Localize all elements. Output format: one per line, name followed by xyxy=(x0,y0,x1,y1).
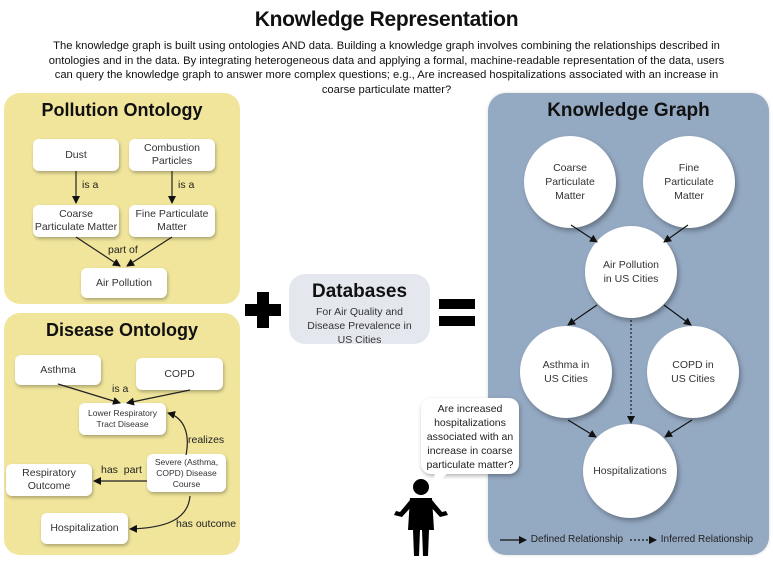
kg-node-hospitalizations: Hospitalizations xyxy=(583,424,677,518)
node-asthma-label: Asthma xyxy=(40,363,76,376)
edge-label-is-a: is a xyxy=(112,383,129,395)
node-coarse-particulate-matter: Coarse Particulate Matter xyxy=(33,205,119,237)
page-description: The knowledge graph is built using ontol… xyxy=(48,40,725,96)
node-respiratory-outcome: Respiratory Outcome xyxy=(6,464,92,496)
legend-inferred-label: Inferred Relationship xyxy=(660,534,754,545)
equals-icon xyxy=(439,299,475,327)
kg-node-hospitalizations-label: Hospitalizations xyxy=(593,465,667,477)
edge-label-has-part: has part xyxy=(101,464,142,476)
edge-label-realizes: realizes xyxy=(188,434,225,446)
kg-node-fine-particulate-matter: Fine Particulate Matter xyxy=(643,136,735,228)
legend-defined: Defined Relationship xyxy=(500,534,623,545)
legend-inferred: Inferred Relationship xyxy=(628,534,753,545)
page-title: Knowledge Representation xyxy=(254,8,519,31)
knowledge-graph-title: Knowledge Graph xyxy=(547,100,710,121)
legend-defined-label: Defined Relationship xyxy=(530,534,624,545)
edge-label-has-outcome: has outcome xyxy=(176,518,237,530)
edge-label-is-a-left: is a xyxy=(82,179,99,191)
node-copd: COPD xyxy=(136,358,223,390)
kg-node-asthma-label: Asthma in US Cities xyxy=(542,359,590,385)
databases-subtitle: For Air Quality and Disease Prevalence i… xyxy=(307,306,412,346)
node-fine-particulate-matter: Fine Particulate Matter xyxy=(129,205,215,237)
edge-label-part-of: part of xyxy=(108,244,138,256)
node-severe-disease-course: Severe (Asthma, COPD) Disease Course xyxy=(147,454,226,492)
kg-node-air-pollution: Air Pollution in US Cities xyxy=(585,226,677,318)
question-bubble: Are increased hospitalizations associate… xyxy=(421,398,519,474)
node-severe-course-label: Severe (Asthma, COPD) Disease Course xyxy=(154,456,219,489)
node-air-pollution: Air Pollution xyxy=(81,268,167,298)
edge-label-is-a-right: is a xyxy=(178,179,195,191)
kg-node-fine-label: Fine Particulate Matter xyxy=(664,162,714,202)
person-shrugging-icon xyxy=(394,479,448,556)
pollution-ontology-title: Pollution Ontology xyxy=(41,100,203,120)
kg-node-coarse-particulate-matter: Coarse Particulate Matter xyxy=(524,136,616,228)
kg-node-asthma: Asthma in US Cities xyxy=(520,326,612,418)
disease-ontology-title: Disease Ontology xyxy=(45,320,199,340)
node-copd-label: COPD xyxy=(164,367,195,380)
node-respiratory-outcome-label: Respiratory Outcome xyxy=(22,467,76,492)
databases-box: Databases For Air Quality and Disease Pr… xyxy=(289,274,430,346)
node-hospitalization-label: Hospitalization xyxy=(50,522,119,534)
question-bubble-text: Are increased hospitalizations associate… xyxy=(426,403,514,471)
plus-icon xyxy=(245,292,281,328)
node-dust-label: Dust xyxy=(65,148,87,161)
kg-node-coarse-label: Coarse Particulate Matter xyxy=(545,162,595,202)
node-lower-respiratory-label: Lower Respiratory Tract Disease xyxy=(88,408,157,429)
node-fine-label: Fine Particulate Matter xyxy=(135,208,209,233)
node-air-pollution-label: Air Pollution xyxy=(95,276,153,289)
pollution-ontology-panel: Pollution Ontology Dust Combustion Parti… xyxy=(4,93,240,304)
node-combustion-particles: Combustion Particles xyxy=(129,139,215,171)
node-hospitalization: Hospitalization xyxy=(41,513,128,544)
kg-node-air-pollution-label: Air Pollution in US Cities xyxy=(602,259,660,285)
node-combustion-label: Combustion Particles xyxy=(143,142,201,167)
node-lower-respiratory-tract-disease: Lower Respiratory Tract Disease xyxy=(79,403,166,435)
node-dust: Dust xyxy=(33,139,119,171)
node-coarse-label: Coarse Particulate Matter xyxy=(34,208,118,233)
kg-node-copd: COPD in US Cities xyxy=(647,326,739,418)
node-asthma: Asthma xyxy=(15,355,101,385)
databases-title: Databases xyxy=(311,281,408,302)
kg-node-copd-label: COPD in US Cities xyxy=(671,359,715,385)
disease-ontology-panel: Disease Ontology Asthma COPD is a Lower … xyxy=(4,313,240,555)
